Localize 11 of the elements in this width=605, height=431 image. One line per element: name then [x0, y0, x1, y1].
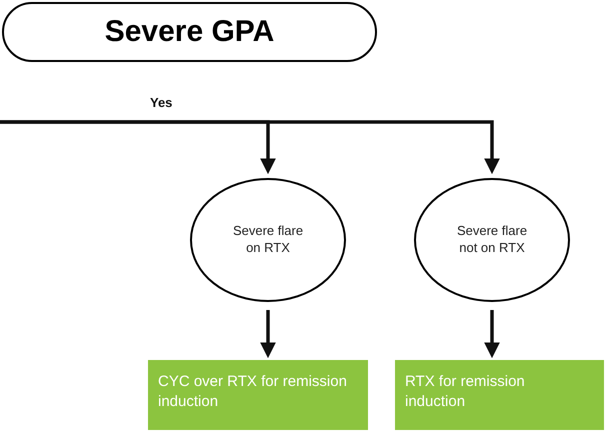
recommendation-text: CYC over RTX for remission induction: [158, 372, 348, 411]
recommendation-box: [395, 360, 604, 430]
branch-label: Yes: [150, 95, 172, 110]
condition-text: Severe flare not on RTX: [456, 223, 528, 257]
arrow: [0, 120, 500, 174]
arrow: [260, 310, 276, 358]
condition-text: Severe flare on RTX: [232, 223, 304, 257]
title-box: Severe GPA: [2, 2, 377, 62]
arrow: [484, 310, 500, 358]
recommendation-box: [148, 360, 368, 430]
recommendation-text: RTX for remission induction: [405, 372, 526, 411]
